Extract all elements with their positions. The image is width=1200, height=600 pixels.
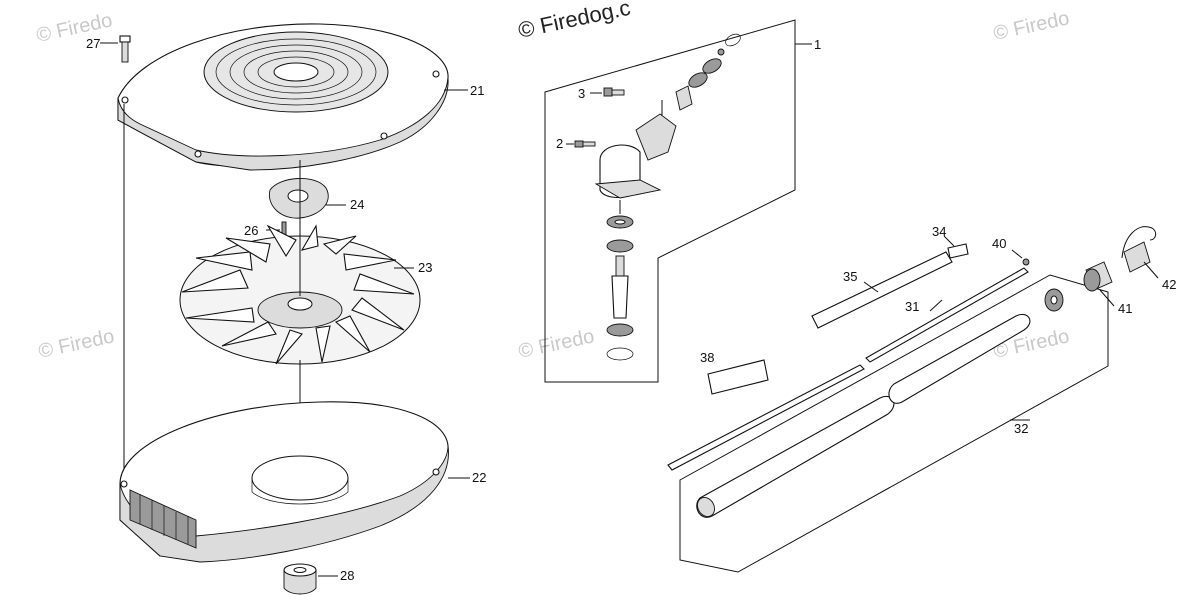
part-22-lower-fan-housing bbox=[119, 401, 470, 563]
callout-42: 42 bbox=[1162, 277, 1176, 292]
part-21-upper-fan-cover bbox=[117, 23, 449, 171]
callout-2: 2 bbox=[556, 136, 563, 151]
callout-24: 24 bbox=[350, 197, 364, 212]
part-38-label bbox=[707, 359, 769, 395]
leader-35 bbox=[863, 281, 879, 293]
leader-34 bbox=[943, 235, 955, 247]
part-24-plate bbox=[268, 178, 346, 219]
callout-35: 35 bbox=[843, 269, 857, 284]
part-32-tube-frame bbox=[679, 274, 1109, 573]
callout-21: 21 bbox=[470, 83, 484, 98]
part-28-nut bbox=[283, 563, 338, 595]
callout-34: 34 bbox=[932, 224, 946, 239]
callout-28: 28 bbox=[340, 568, 354, 583]
part-35-label bbox=[811, 251, 953, 329]
part-34-label bbox=[947, 243, 969, 259]
part-1-gear-case-group bbox=[544, 19, 812, 383]
callout-22: 22 bbox=[472, 470, 486, 485]
part-32-main-tube bbox=[696, 313, 1031, 518]
watermark-top-right: © Firedo bbox=[991, 7, 1071, 45]
callout-27: 27 bbox=[86, 36, 100, 51]
watermark-mid-center: © Firedo bbox=[516, 325, 596, 363]
part-41-coupling bbox=[1083, 261, 1115, 307]
part-23-fan-impeller bbox=[179, 224, 421, 365]
callout-31: 31 bbox=[905, 299, 919, 314]
callout-40: 40 bbox=[992, 236, 1006, 251]
callout-41: 41 bbox=[1118, 301, 1132, 316]
watermark-top-left: © Firedo bbox=[34, 9, 114, 47]
callout-23: 23 bbox=[418, 260, 432, 275]
part-40-screw bbox=[1011, 249, 1030, 266]
watermark-top-center: © Firedog.c bbox=[516, 0, 633, 43]
callout-26: 26 bbox=[244, 223, 258, 238]
part-42-hanger-hook bbox=[1121, 226, 1159, 279]
part-31-drive-shaft bbox=[667, 267, 1029, 471]
callout-1: 1 bbox=[814, 37, 821, 52]
callout-3: 3 bbox=[578, 86, 585, 101]
part-bushing bbox=[1044, 288, 1064, 312]
part-27-screw bbox=[100, 35, 131, 63]
watermark-mid-left: © Firedo bbox=[36, 325, 116, 363]
callout-32: 32 bbox=[1014, 421, 1028, 436]
callout-38: 38 bbox=[700, 350, 714, 365]
